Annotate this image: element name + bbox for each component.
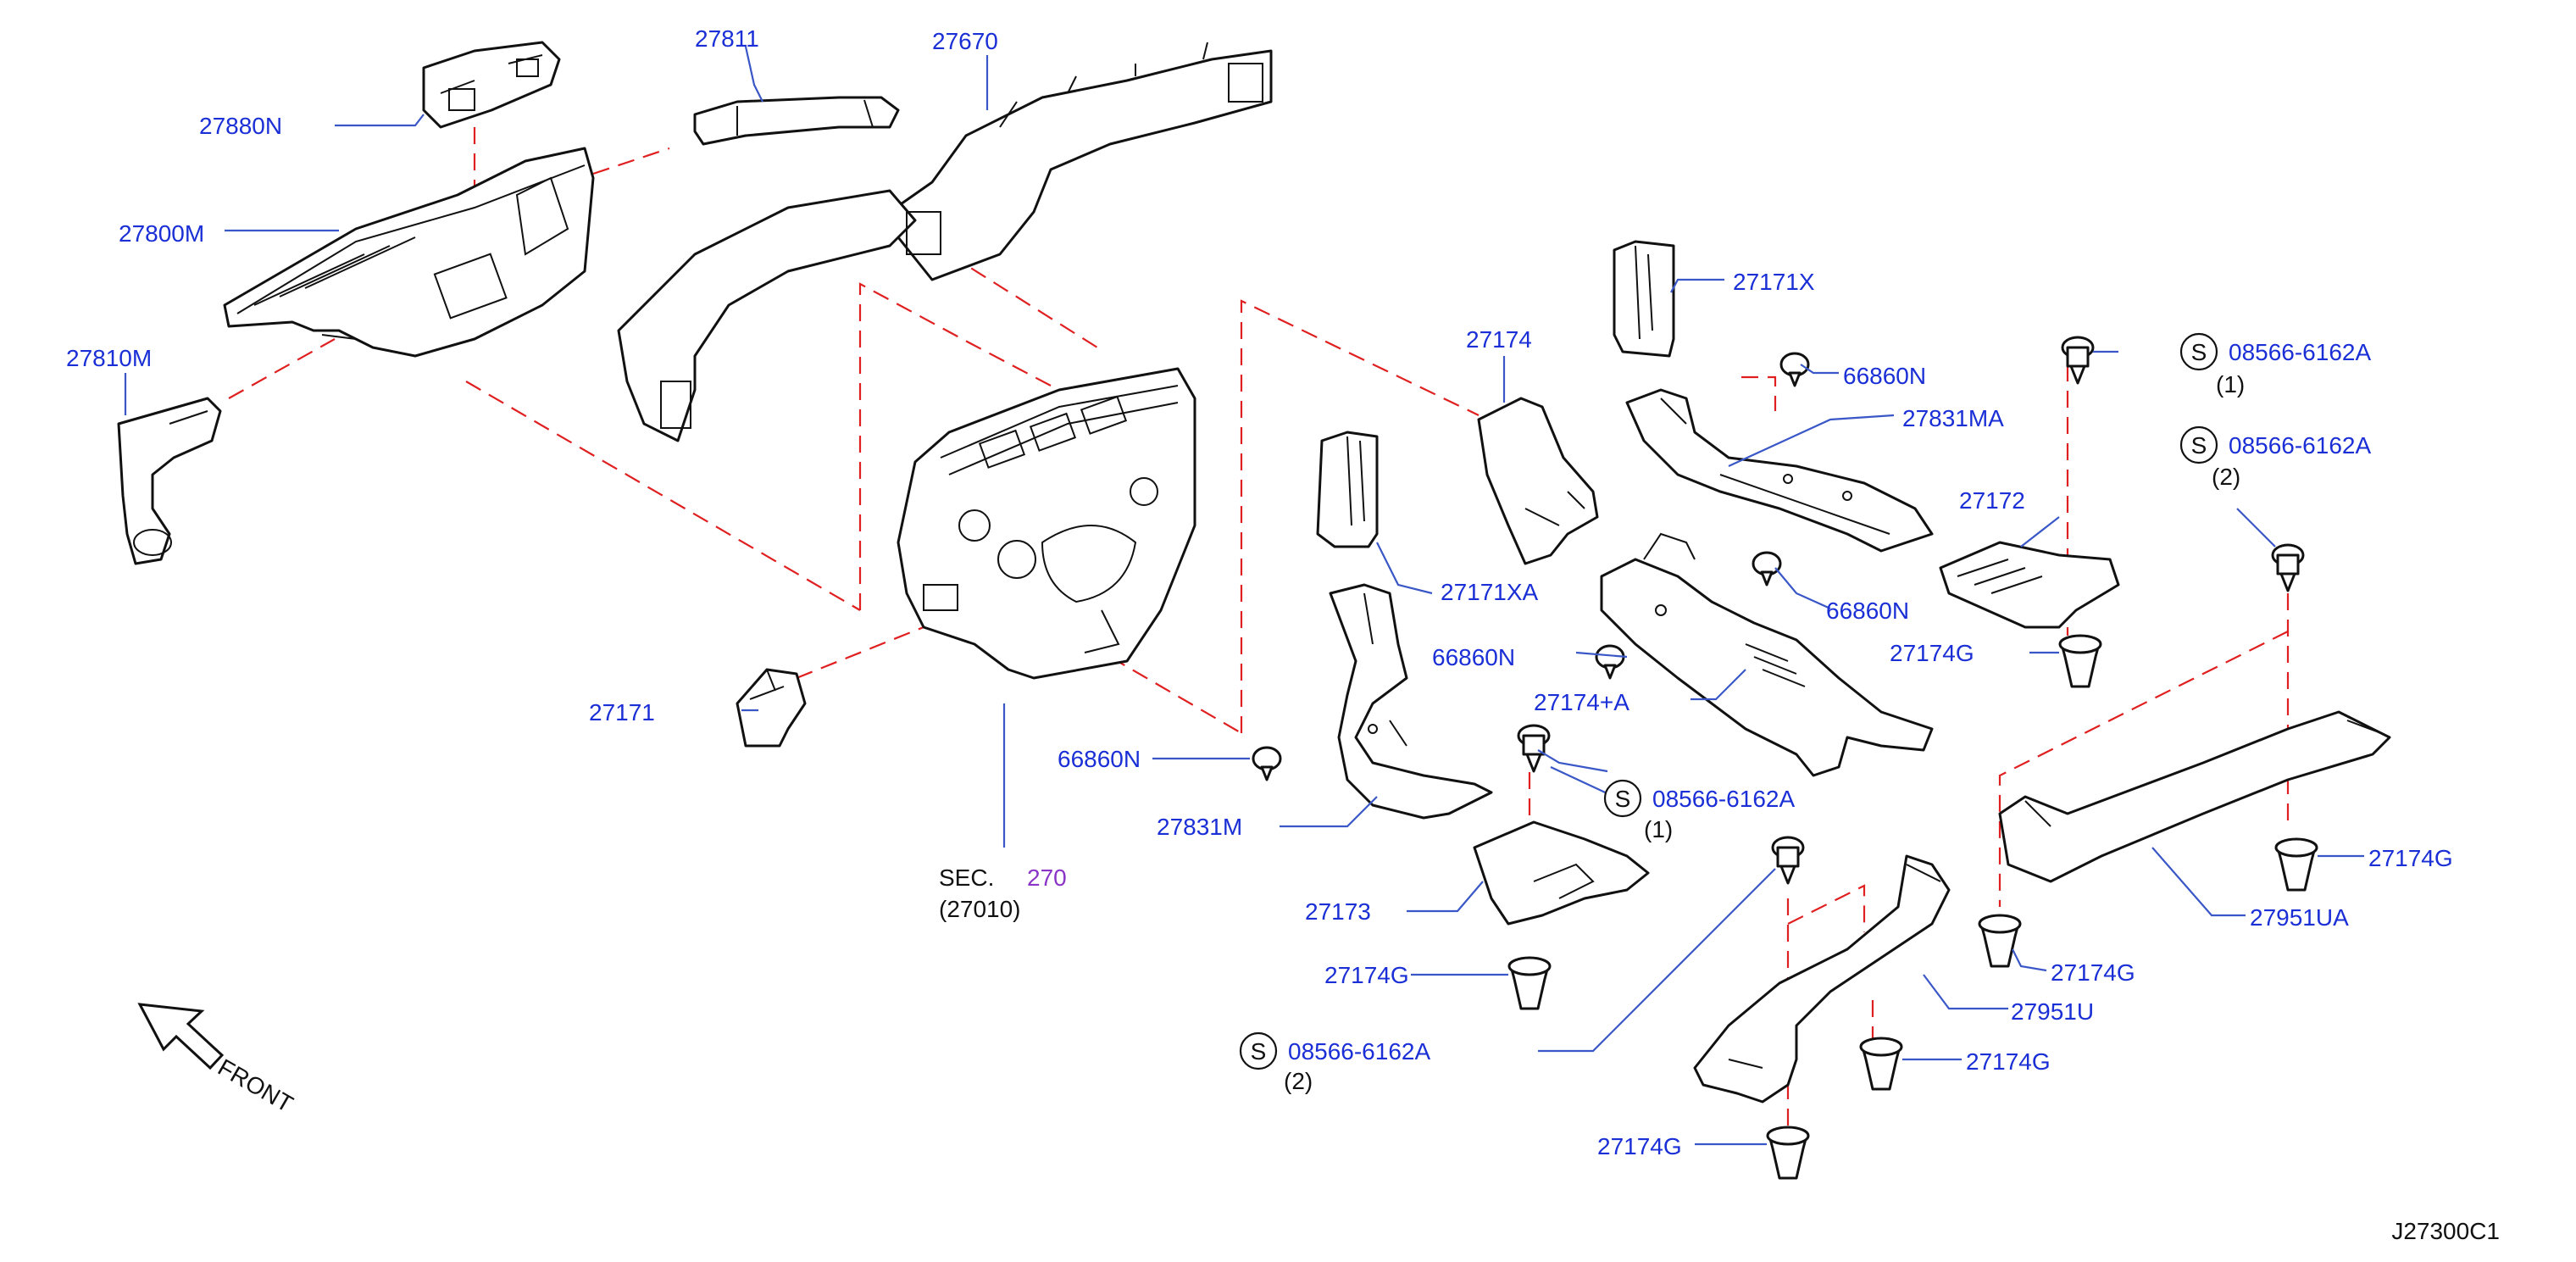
label-27800M: 27800M — [119, 220, 204, 247]
screw-callouts: S 08566-6162A (1) S 08566-6162A (2) S 08… — [1239, 332, 2371, 1094]
screw-callout-c: S 08566-6162A (1) — [1603, 779, 1795, 842]
label-66860N-d: 66860N — [1058, 746, 1141, 772]
part-27811-drawing — [693, 96, 900, 146]
label-08566-c: 08566-6162A — [1652, 786, 1795, 812]
pin-66860N-b — [1752, 551, 1782, 587]
part-27951UA-drawing — [1998, 710, 2391, 883]
label-27173: 27173 — [1305, 898, 1371, 925]
label-66860N-c: 66860N — [1432, 644, 1515, 670]
label-27951U: 27951U — [2011, 998, 2094, 1025]
pin-66860N-d — [1252, 746, 1282, 781]
part-27810M-drawing — [117, 397, 222, 565]
label-27174G-b: 27174G — [1324, 962, 1409, 988]
part-27831MA-drawing — [1625, 388, 1934, 553]
label-08566-b: 08566-6162A — [2229, 432, 2371, 459]
pin-drawings — [1252, 352, 1810, 781]
pin-66860N-c — [1595, 644, 1625, 680]
label-27174G-a: 27174G — [1890, 640, 1974, 666]
section-prefix: SEC. — [939, 864, 994, 891]
section-link-270[interactable]: 270 — [1027, 864, 1067, 891]
label-27174A: 27174+A — [1534, 689, 1629, 715]
screw-symbol-a: S — [2191, 339, 2207, 365]
label-27174G-c: 27174G — [2368, 845, 2453, 871]
label-27171XA: 27171XA — [1441, 579, 1539, 605]
part-labels: 27880N 27811 27670 27800M 27810M 27171X … — [66, 25, 2453, 1159]
label-27174: 27174 — [1466, 326, 1532, 353]
label-08566-a: 08566-6162A — [2229, 339, 2371, 365]
label-66860N-b: 66860N — [1826, 598, 1909, 624]
label-27831M: 27831M — [1157, 814, 1242, 840]
clip-27174G-f — [1766, 1126, 1810, 1180]
label-27174G-e: 27174G — [1966, 1048, 2051, 1075]
part-27174A-drawing — [1600, 532, 1934, 777]
part-27800M-drawing — [223, 147, 595, 358]
qty-08566-a: (1) — [2216, 371, 2245, 398]
screw-callout-a: S 08566-6162A (1) — [2179, 332, 2371, 398]
screw-c — [1517, 724, 1551, 773]
screw-symbol-d: S — [1251, 1038, 1267, 1065]
pin-66860N-a — [1779, 352, 1810, 387]
screw-callout-b: S 08566-6162A (2) — [2179, 425, 2371, 490]
label-08566-d: 08566-6162A — [1288, 1038, 1430, 1065]
label-27174G-d: 27174G — [2051, 959, 2135, 986]
section-sub: (27010) — [939, 896, 1021, 922]
screw-d — [1771, 836, 1805, 885]
clip-27174G-d — [1978, 914, 2022, 968]
clip-drawings — [1507, 634, 2318, 1180]
part-27831M-drawing — [1329, 583, 1493, 820]
clip-27174G-b — [1507, 956, 1552, 1010]
label-27811: 27811 — [695, 25, 759, 52]
label-27951UA: 27951UA — [2250, 904, 2349, 931]
section-reference: SEC. 270 (27010) — [939, 864, 1067, 922]
label-27831MA: 27831MA — [1902, 405, 2004, 431]
screw-callout-d: S 08566-6162A (2) — [1239, 1031, 1430, 1094]
clip-27174G-e — [1859, 1037, 1903, 1091]
heater-unit-drawing — [897, 367, 1196, 680]
screw-a — [2061, 336, 2095, 385]
qty-08566-c: (1) — [1644, 816, 1673, 842]
label-27810M: 27810M — [66, 345, 152, 371]
screw-symbol-c: S — [1615, 786, 1631, 812]
front-indicator: FRONT — [137, 1003, 297, 1117]
part-27171-drawing — [736, 668, 807, 748]
label-27670: 27670 — [932, 28, 998, 54]
label-27171: 27171 — [589, 699, 655, 726]
label-27172: 27172 — [1959, 487, 2025, 514]
clip-27174G-a — [2058, 634, 2102, 688]
part-27174-drawing — [1477, 397, 1599, 565]
part-27171X-drawing — [1613, 240, 1675, 358]
part-27172-drawing — [1939, 541, 2120, 629]
part-27880N-drawing — [422, 41, 561, 129]
label-27171X: 27171X — [1733, 269, 1815, 295]
part-27951U-drawing — [1693, 854, 1951, 1104]
qty-08566-d: (2) — [1284, 1068, 1313, 1094]
front-label: FRONT — [214, 1054, 297, 1117]
label-27174G-f: 27174G — [1597, 1133, 1682, 1159]
label-27880N: 27880N — [199, 113, 282, 139]
screw-b — [2271, 543, 2305, 592]
label-66860N-a: 66860N — [1843, 363, 1926, 389]
screw-symbol-b: S — [2191, 432, 2207, 459]
front-arrow-icon — [137, 1003, 225, 1070]
part-27173-drawing — [1473, 820, 1650, 926]
part-27171XA-drawing — [1316, 431, 1379, 548]
clip-27174G-c — [2274, 837, 2318, 892]
leader-lines — [124, 46, 2364, 1146]
diagram-code: J27300C1 — [2391, 1218, 2500, 1244]
qty-08566-b: (2) — [2212, 464, 2240, 490]
part-27670-drawing — [617, 42, 1273, 442]
